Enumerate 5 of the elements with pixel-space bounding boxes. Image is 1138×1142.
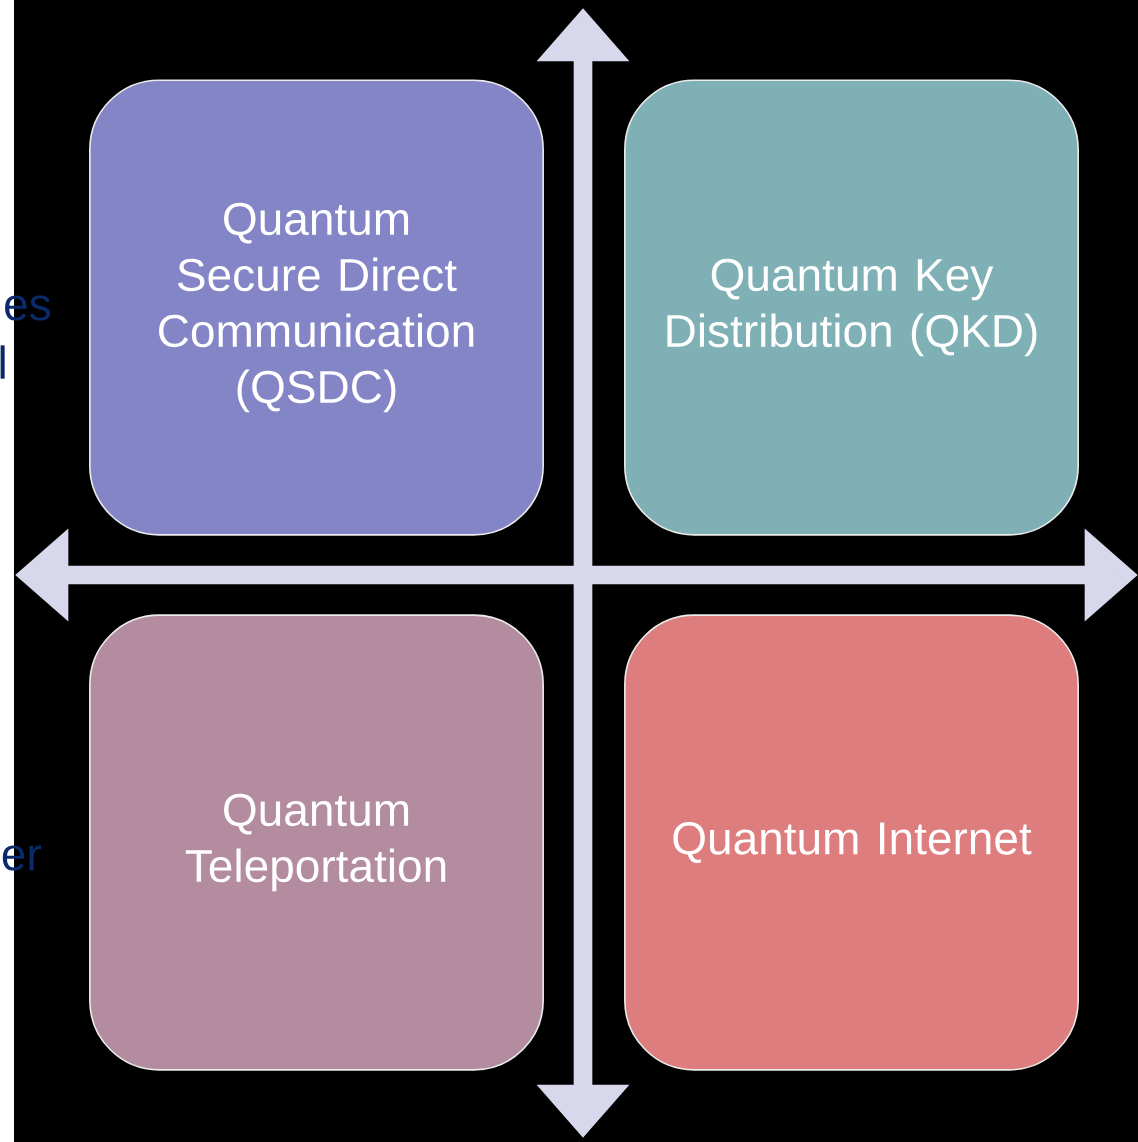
quadrant-box: Quantum Internet: [624, 614, 1079, 1071]
side-label: l: [0, 345, 5, 379]
quadrant-box: Quantum Teleportation: [89, 614, 544, 1071]
quadrant-box: Quantum Secure Direct Communication (QSDC): [89, 79, 544, 536]
quadrant-box: Quantum Key Distribution (QKD): [624, 79, 1079, 536]
